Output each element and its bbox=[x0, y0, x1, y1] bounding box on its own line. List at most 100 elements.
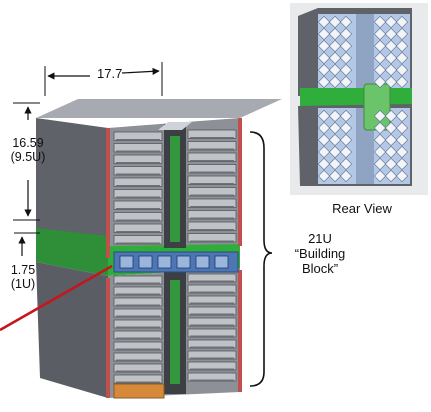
midplane-green-lower bbox=[170, 280, 180, 384]
rear-vent-cell bbox=[395, 109, 409, 123]
blade-slot bbox=[113, 319, 163, 329]
blade-slot bbox=[113, 154, 163, 164]
blade-slot bbox=[113, 330, 163, 340]
rear-vent-cell bbox=[373, 133, 387, 147]
rear-vent-cell bbox=[328, 27, 342, 41]
rear-vent-cell bbox=[384, 133, 398, 147]
rear-vent-cell bbox=[384, 75, 398, 89]
rear-vent-cell bbox=[373, 121, 387, 135]
rear-vent-cell bbox=[317, 109, 331, 123]
spacer-height-units: (1U) bbox=[10, 277, 36, 292]
block-label-line2: “Building bbox=[294, 245, 346, 261]
rear-vent-cell bbox=[339, 27, 353, 41]
connector-port bbox=[214, 255, 229, 269]
blade-stack-lower-left bbox=[113, 275, 163, 384]
spacer-height-value: 1.75 bbox=[10, 263, 36, 277]
green-spacer-left bbox=[36, 228, 108, 276]
upper-height-label: 16.59 (9.5U) bbox=[2, 136, 54, 165]
rear-vent-cell bbox=[384, 169, 398, 183]
rear-vent-cell bbox=[395, 169, 409, 183]
rear-vent-cell bbox=[328, 75, 342, 89]
base-bracket bbox=[113, 383, 165, 399]
blade-slot bbox=[187, 175, 237, 185]
connector-port bbox=[195, 255, 210, 269]
blade-slot bbox=[187, 284, 237, 294]
blade-slot bbox=[187, 129, 237, 139]
blade-slot bbox=[187, 328, 237, 338]
blade-slot bbox=[113, 131, 163, 141]
blade-slot bbox=[187, 221, 237, 231]
blade-slot bbox=[113, 143, 163, 153]
blade-stack-upper-right bbox=[187, 129, 237, 243]
rear-vent-cell bbox=[384, 39, 398, 53]
connector-port bbox=[119, 255, 134, 269]
blade-slot bbox=[187, 306, 237, 316]
spacer-height-dimension bbox=[14, 232, 40, 256]
blade-slot bbox=[187, 273, 237, 283]
blade-stack-upper-left bbox=[113, 131, 163, 245]
width-label: 17.7 bbox=[97, 66, 123, 81]
rear-vent-cell bbox=[373, 109, 387, 123]
rear-vent-cell bbox=[395, 121, 409, 135]
rear-vent-cell bbox=[339, 109, 353, 123]
connector-port bbox=[138, 255, 153, 269]
rear-vent-cell bbox=[339, 145, 353, 159]
main-chassis bbox=[36, 99, 282, 399]
connector-ports bbox=[119, 255, 229, 269]
blade-slot bbox=[113, 177, 163, 187]
blade-slot bbox=[187, 233, 237, 243]
rear-vent-cell bbox=[317, 15, 331, 29]
rear-vent-cell bbox=[328, 39, 342, 53]
top-cutout bbox=[158, 122, 192, 130]
rear-vent-cell bbox=[339, 63, 353, 77]
blade-slot bbox=[113, 189, 163, 199]
spacer-height-label: 1.75 (1U) bbox=[3, 263, 43, 292]
rear-vent-cell bbox=[317, 75, 331, 89]
rear-vent-cell bbox=[384, 15, 398, 29]
rear-vent-cell bbox=[317, 63, 331, 77]
connector-port bbox=[176, 255, 191, 269]
rear-vent-cell bbox=[395, 39, 409, 53]
rear-vent-cell bbox=[373, 63, 387, 77]
leader-line bbox=[0, 264, 113, 332]
rear-vent-pattern bbox=[317, 15, 409, 183]
upper-height-dimension bbox=[13, 102, 40, 221]
blade-slot bbox=[187, 164, 237, 174]
block-label-line1: 21U bbox=[308, 231, 332, 246]
rear-vent-cell bbox=[373, 75, 387, 89]
rear-vent-cell bbox=[317, 51, 331, 65]
blade-slot bbox=[113, 352, 163, 362]
width-dimension bbox=[44, 62, 163, 96]
rear-vent-cell bbox=[328, 15, 342, 29]
rear-vent-cell bbox=[395, 157, 409, 171]
rear-vent-cell bbox=[373, 27, 387, 41]
rear-vent-cell bbox=[384, 27, 398, 41]
blade-slot bbox=[113, 275, 163, 285]
blade-slot bbox=[113, 166, 163, 176]
rear-vent-cell bbox=[339, 15, 353, 29]
blade-slot bbox=[187, 339, 237, 349]
rear-vent-cell bbox=[317, 169, 331, 183]
rear-vent-cell bbox=[395, 133, 409, 147]
building-block-bracket bbox=[249, 131, 273, 387]
blade-slot bbox=[113, 297, 163, 307]
width-arrow bbox=[121, 67, 160, 75]
blade-slot bbox=[187, 295, 237, 305]
rear-vent-cell bbox=[384, 145, 398, 159]
rear-vent-cell bbox=[328, 51, 342, 65]
rear-vent-cell bbox=[373, 169, 387, 183]
rear-vent-cell bbox=[317, 27, 331, 41]
rear-vent-cell bbox=[395, 75, 409, 89]
rear-vent-cell bbox=[395, 15, 409, 29]
rear-vent-cell bbox=[395, 51, 409, 65]
blade-slot bbox=[187, 141, 237, 151]
rear-vent-cell bbox=[339, 51, 353, 65]
rear-vent-cell bbox=[339, 157, 353, 171]
rear-vent-cell bbox=[395, 63, 409, 77]
rear-vent-cell bbox=[328, 133, 342, 147]
rear-vent-cell bbox=[339, 133, 353, 147]
rear-vent-cell bbox=[373, 15, 387, 29]
upper-height-units: (9.5U) bbox=[10, 150, 46, 165]
rear-vent-cell bbox=[328, 157, 342, 171]
rear-vent-cell bbox=[395, 27, 409, 41]
